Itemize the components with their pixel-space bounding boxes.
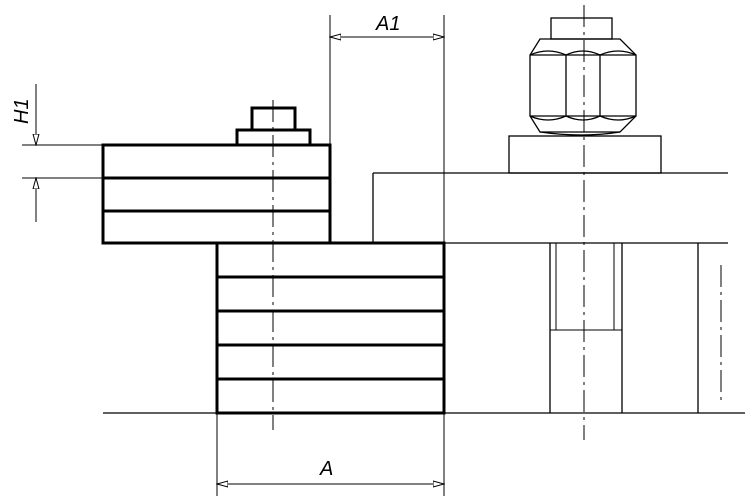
clamp-assembly — [372, 17, 728, 413]
dimension-a-label: A — [319, 458, 333, 480]
upper-step-stack — [101, 106, 332, 245]
dimension-a1-label: A1 — [375, 13, 400, 35]
dimension-a1: A1 — [330, 13, 444, 243]
dimension-a: A — [217, 413, 444, 496]
lower-step-stack — [215, 241, 446, 415]
dimension-h1-label: H1 — [11, 98, 33, 124]
dimension-h1: H1 — [11, 84, 103, 222]
